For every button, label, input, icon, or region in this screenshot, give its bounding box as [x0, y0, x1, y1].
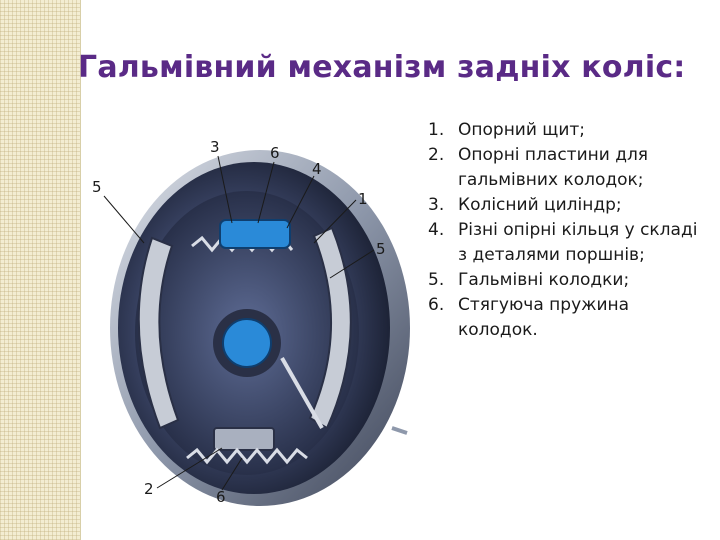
lower-spring [186, 447, 308, 465]
decorative-side-stripe [0, 0, 80, 540]
callout-label: 1 [358, 190, 368, 208]
list-item: 3. Колісний циліндр; [428, 193, 698, 218]
list-text: Гальмівні колодки; [458, 270, 630, 290]
list-number: 6. [428, 295, 445, 315]
stripe-divider [80, 0, 81, 540]
list-text: Колісний циліндр; [458, 195, 622, 215]
callout-label: 6 [216, 488, 226, 506]
list-item: 2. Опорні пластини для гальмівних колодок… [428, 143, 698, 193]
parking-lever [280, 357, 324, 429]
cable-stub [391, 426, 408, 435]
callout-label: 5 [92, 178, 102, 196]
list-number: 2. [428, 145, 445, 165]
list-text: Опорний щит; [458, 120, 585, 140]
slide-title: Гальмівний механізм задніх коліс: [78, 50, 686, 85]
brake-shoe-left [137, 236, 180, 430]
list-item: 1. Опорний щит; [428, 118, 698, 143]
hub-center [222, 318, 272, 368]
list-text: Опорні пластини для гальмівних колодок; [458, 145, 649, 190]
list-number: 1. [428, 120, 445, 140]
anchor-plate [213, 427, 275, 451]
parts-list: 1. Опорний щит; 2. Опорні пластини для гал… [428, 118, 698, 343]
list-number: 3. [428, 195, 445, 215]
list-item: 4. Різні опірні кільця у складі з деталям… [428, 218, 698, 268]
callout-label: 5 [376, 240, 386, 258]
leader-lines [103, 155, 375, 491]
list-number: 4. [428, 220, 445, 240]
callout-label: 3 [210, 138, 220, 156]
list-item: 5. Гальмівні колодки; [428, 268, 698, 293]
brake-mechanism-illustration: 3 6 4 5 1 5 2 6 [92, 138, 410, 506]
callout-label: 4 [312, 160, 322, 178]
list-number: 5. [428, 270, 445, 290]
list-text: Стягуюча пружина колодок. [458, 295, 630, 340]
callout-label: 6 [270, 144, 280, 162]
list-item: 6. Стягуюча пружина колодок. [428, 293, 698, 343]
callout-label: 2 [144, 480, 154, 498]
wheel-cylinder [219, 219, 291, 249]
list-text: Різні опірні кільця у складі з деталями … [458, 220, 698, 265]
